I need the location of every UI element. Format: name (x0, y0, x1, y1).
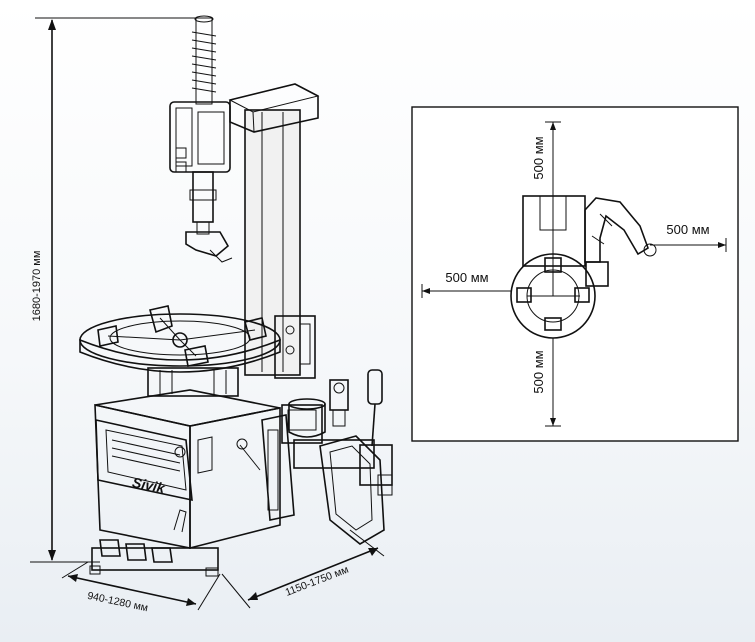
clearance-top: 500 мм (531, 121, 561, 196)
clearance-left-label: 500 мм (445, 270, 488, 285)
air-regulator (329, 379, 349, 427)
clearance-bottom: 500 мм (531, 338, 561, 427)
bead-breaker-arm (281, 404, 393, 545)
clearance-right-label: 500 мм (666, 222, 709, 237)
clamp-jaws (97, 305, 267, 367)
tire-changer-machine: Sivik (79, 15, 393, 577)
clearance-right: 500 мм (650, 222, 727, 252)
turntable-motor (147, 367, 239, 397)
bead-breaker-pivot (274, 315, 316, 379)
clearance-left: 500 мм (421, 270, 511, 298)
mount-head-shaft (185, 171, 233, 263)
height-label: 1680-1970 мм (31, 251, 43, 322)
machine-top-view (510, 195, 657, 339)
spring-column (191, 15, 217, 105)
brand-logo: Sivik (131, 474, 167, 496)
height-dimension: 1680-1970 мм (30, 17, 195, 563)
tower-head (169, 101, 231, 173)
clearance-diagram: 500 мм 500 мм 500 мм 500 мм (411, 106, 739, 442)
vertical-column (244, 109, 301, 376)
tire-inflation-tank (288, 398, 326, 438)
bead-breaker-lever (367, 369, 383, 447)
turntable (79, 305, 281, 373)
clearance-top-label: 500 мм (531, 136, 546, 179)
clearance-bottom-label: 500 мм (531, 350, 546, 393)
depth-dimension: 1150-1750 мм (221, 529, 385, 609)
machine-body: Sivik (94, 389, 295, 550)
width-label: 940-1280 мм (86, 590, 149, 615)
foot-pedals (89, 509, 219, 577)
